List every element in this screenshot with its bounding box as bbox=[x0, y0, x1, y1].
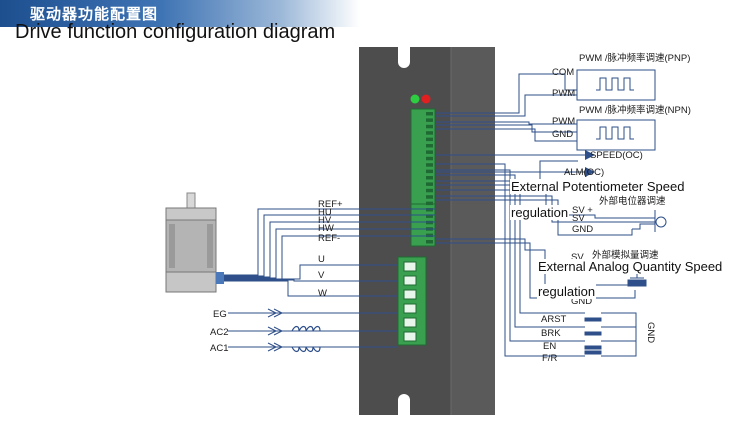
run-led-icon bbox=[410, 94, 420, 104]
switch-en-label: EN bbox=[543, 341, 556, 352]
terminal-pin bbox=[426, 195, 433, 199]
pwm-pnp-header: PWM /脉冲频率调速(PNP) bbox=[579, 52, 690, 64]
pwm-npn-gnd: GND bbox=[552, 129, 573, 140]
terminal-pin bbox=[426, 240, 433, 244]
terminal-pin bbox=[426, 208, 433, 212]
terminal-pin bbox=[426, 188, 433, 193]
alarm-led-icon bbox=[421, 94, 431, 104]
control-terminal-block bbox=[410, 108, 436, 247]
terminal-pin bbox=[426, 150, 433, 154]
hu-label: HU bbox=[318, 207, 332, 218]
header-banner: 驱动器功能配置图 bbox=[0, 0, 741, 27]
driver-body bbox=[359, 47, 495, 415]
potentiometer-caption: External Potentiometer Speed bbox=[510, 179, 686, 194]
terminal-pin bbox=[426, 131, 433, 135]
switch-fr-label: F/R bbox=[542, 353, 557, 364]
pwm-npn-box bbox=[576, 119, 656, 151]
input-arrow-icons bbox=[267, 308, 284, 352]
wiring bbox=[222, 73, 655, 357]
ref-minus-label: REF- bbox=[318, 233, 340, 244]
terminal-pin bbox=[426, 214, 433, 218]
potentiometer-caption-line2: regulation bbox=[510, 205, 570, 220]
terminal-pin bbox=[426, 163, 433, 167]
pot-sv-plus-label: SV + bbox=[572, 205, 593, 216]
pwm-pnp-box bbox=[576, 69, 656, 101]
terminal-pin bbox=[426, 201, 433, 206]
terminal-pin bbox=[426, 169, 433, 174]
u-label: U bbox=[318, 254, 325, 265]
hw-label: HW bbox=[318, 223, 334, 234]
switch-brk-label: BRK bbox=[541, 328, 561, 339]
alm-oc-label: ALM(OC) bbox=[564, 167, 604, 178]
page-title: Drive function configuration diagram bbox=[15, 21, 336, 43]
switch-icons bbox=[575, 312, 608, 357]
pwm-pnp-com: COM bbox=[552, 67, 574, 78]
terminal-pin bbox=[426, 144, 433, 148]
terminal-pin bbox=[426, 176, 433, 180]
output-arrow-icons bbox=[585, 150, 595, 177]
switch-arst-label: ARST bbox=[541, 314, 567, 325]
terminal-pin bbox=[426, 220, 433, 225]
w-label: W bbox=[318, 288, 327, 299]
terminal-pin bbox=[426, 182, 433, 186]
v-label: V bbox=[318, 270, 325, 281]
terminal-pin bbox=[426, 137, 433, 142]
pwm-pnp-pwm: PWM bbox=[552, 88, 575, 99]
analog-caption: External Analog Quantity Speed bbox=[537, 259, 724, 274]
pwm-npn-pwm: PWM bbox=[552, 116, 575, 127]
banner-bar bbox=[0, 0, 360, 27]
ac1-label: AC1 bbox=[210, 343, 228, 354]
banner-title: 驱动器功能配置图 bbox=[30, 5, 159, 23]
terminal-pin bbox=[426, 156, 433, 161]
pwm-npn-header: PWM /脉冲频率调速(NPN) bbox=[579, 104, 691, 116]
switch-gnd-label: GND bbox=[645, 322, 656, 343]
speed-oc-label: SPEED(OC) bbox=[590, 150, 643, 161]
motor-icon bbox=[165, 192, 224, 293]
terminal-pin bbox=[426, 124, 433, 129]
terminal-pin bbox=[426, 112, 433, 116]
analog-cn-label: 外部模拟量调速 bbox=[592, 249, 659, 261]
hv-label: HV bbox=[318, 215, 332, 226]
potentiometer-icon bbox=[632, 210, 667, 232]
eg-label: EG bbox=[213, 309, 227, 320]
power-terminal-block bbox=[397, 256, 427, 346]
analog-gnd-label: GND bbox=[571, 296, 592, 307]
terminal-pin bbox=[426, 233, 433, 238]
ac2-label: AC2 bbox=[210, 327, 228, 338]
analog-sv-label: SV bbox=[571, 252, 584, 263]
pot-gnd-label: GND bbox=[572, 224, 593, 235]
terminal-pin bbox=[426, 118, 433, 122]
pot-cn-label: 外部电位器调速 bbox=[599, 195, 666, 207]
pot-sv-label: SV bbox=[572, 213, 585, 224]
ref-plus-label: REF+ bbox=[318, 199, 343, 210]
ac-inductor-icon bbox=[291, 325, 321, 353]
analog-caption-line2: regulation bbox=[537, 284, 597, 299]
